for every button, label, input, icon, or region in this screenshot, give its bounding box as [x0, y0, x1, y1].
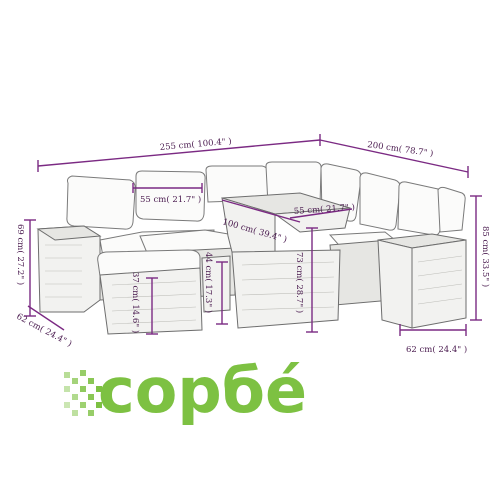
seat-height-label: 44 cm( 17.3" )	[203, 252, 214, 313]
footstool-height-label: 37 cm( 14.6" )	[130, 272, 141, 333]
table-width-label: 55 cm( 21.7" )	[293, 202, 355, 217]
side-width-label: 200 cm( 78.7" )	[367, 139, 435, 159]
left-depth-line	[27, 305, 65, 331]
table-length-line	[221, 199, 301, 223]
right-depth-label: 62 cm( 24.4" )	[406, 344, 467, 355]
brand-logo: сорбе́	[64, 354, 307, 427]
seat-depth-label: 55 cm( 21.7" )	[140, 194, 201, 205]
total-width-line	[37, 139, 321, 167]
pixel-mark-icon	[64, 370, 102, 416]
side-width-line	[319, 139, 469, 173]
sofa-set-illustration	[36, 161, 467, 335]
logo-wordmark: сорбе́	[98, 354, 307, 427]
dimension-lines	[24, 134, 482, 336]
table-height-label: 73 cm( 28.7" )	[294, 252, 305, 313]
left-height-label: 69 cm( 27.2" )	[15, 224, 26, 285]
total-width-label: 255 cm( 100.4" )	[159, 136, 232, 153]
table-width-line	[289, 208, 353, 219]
right-height-label: 85 cm( 33.5" )	[480, 226, 491, 287]
